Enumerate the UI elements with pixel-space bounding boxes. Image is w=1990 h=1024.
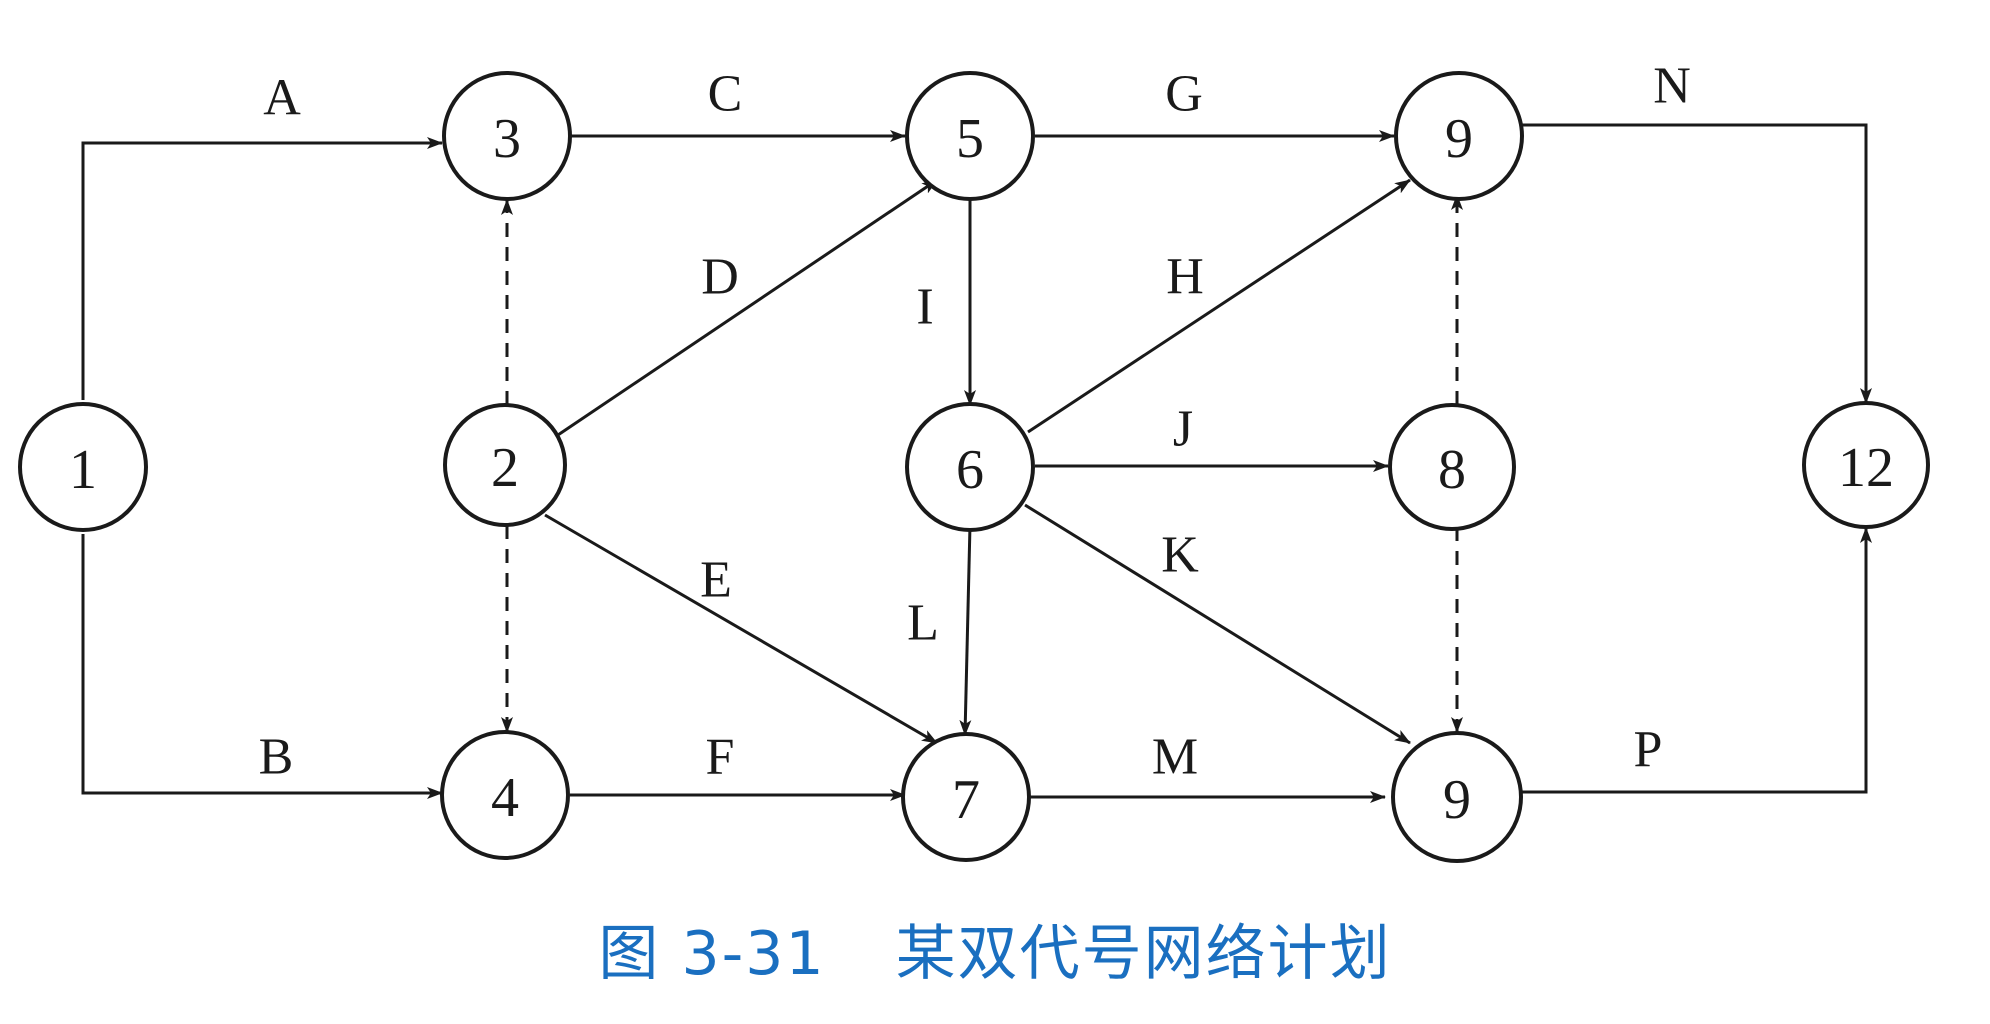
node-label: 6	[956, 439, 984, 501]
edge-label-L: L	[907, 595, 939, 652]
edge-label-H: H	[1166, 249, 1204, 306]
node-8: 8	[1388, 403, 1516, 531]
node-2: 2	[443, 403, 567, 527]
edge-label-G: G	[1165, 66, 1203, 123]
node-9-upper: 9	[1394, 71, 1524, 201]
node-label: 7	[952, 769, 980, 831]
node-label: 2	[491, 437, 519, 499]
node-label: 9	[1443, 769, 1471, 831]
node-label: 1	[69, 439, 97, 501]
node-3: 3	[442, 71, 572, 201]
node-1: 1	[18, 402, 148, 532]
nodes-layer: 1 2 3 4 5 6 7 8	[18, 71, 1930, 863]
node-label: 4	[491, 767, 519, 829]
edge-label-K: K	[1161, 527, 1199, 584]
figure-title: 某双代号网络计划	[895, 919, 1392, 989]
edge-label-B: B	[259, 729, 294, 786]
edge-labels-layer: A B C D E F G H I J K L M N P	[259, 58, 1691, 786]
edge-label-N: N	[1653, 58, 1691, 115]
edge-L	[959, 524, 972, 736]
edge-E	[544, 513, 938, 745]
node-5: 5	[905, 71, 1035, 201]
figure-number: 图 3-31	[598, 919, 826, 989]
edge-K	[1024, 503, 1411, 745]
node-label: 5	[956, 108, 984, 170]
edge-label-D: D	[701, 249, 739, 306]
node-label: 8	[1438, 439, 1466, 501]
node-label: 3	[493, 108, 521, 170]
edge-H	[1027, 178, 1411, 434]
edge-label-I: I	[916, 279, 933, 336]
node-12: 12	[1802, 401, 1930, 529]
edge-label-E: E	[700, 552, 732, 609]
edge-P	[1522, 527, 1872, 794]
edge-N	[1522, 123, 1872, 404]
edge-label-J: J	[1173, 401, 1193, 458]
edge-B	[81, 534, 443, 799]
node-9-lower: 9	[1391, 731, 1523, 863]
edge-label-C: C	[708, 66, 743, 123]
edge-label-M: M	[1152, 729, 1198, 786]
figure-caption: 图 3-31 某双代号网络计划	[0, 905, 1990, 992]
node-label: 9	[1445, 108, 1473, 170]
node-4: 4	[440, 730, 570, 860]
edge-A	[81, 137, 443, 400]
edges-layer	[81, 123, 1872, 803]
node-label: 12	[1838, 437, 1894, 499]
edge-label-P: P	[1634, 722, 1663, 779]
edge-D	[551, 178, 938, 441]
node-6: 6	[905, 402, 1035, 532]
node-7: 7	[901, 732, 1031, 862]
edge-label-F: F	[706, 729, 735, 786]
edge-label-A: A	[263, 70, 301, 127]
